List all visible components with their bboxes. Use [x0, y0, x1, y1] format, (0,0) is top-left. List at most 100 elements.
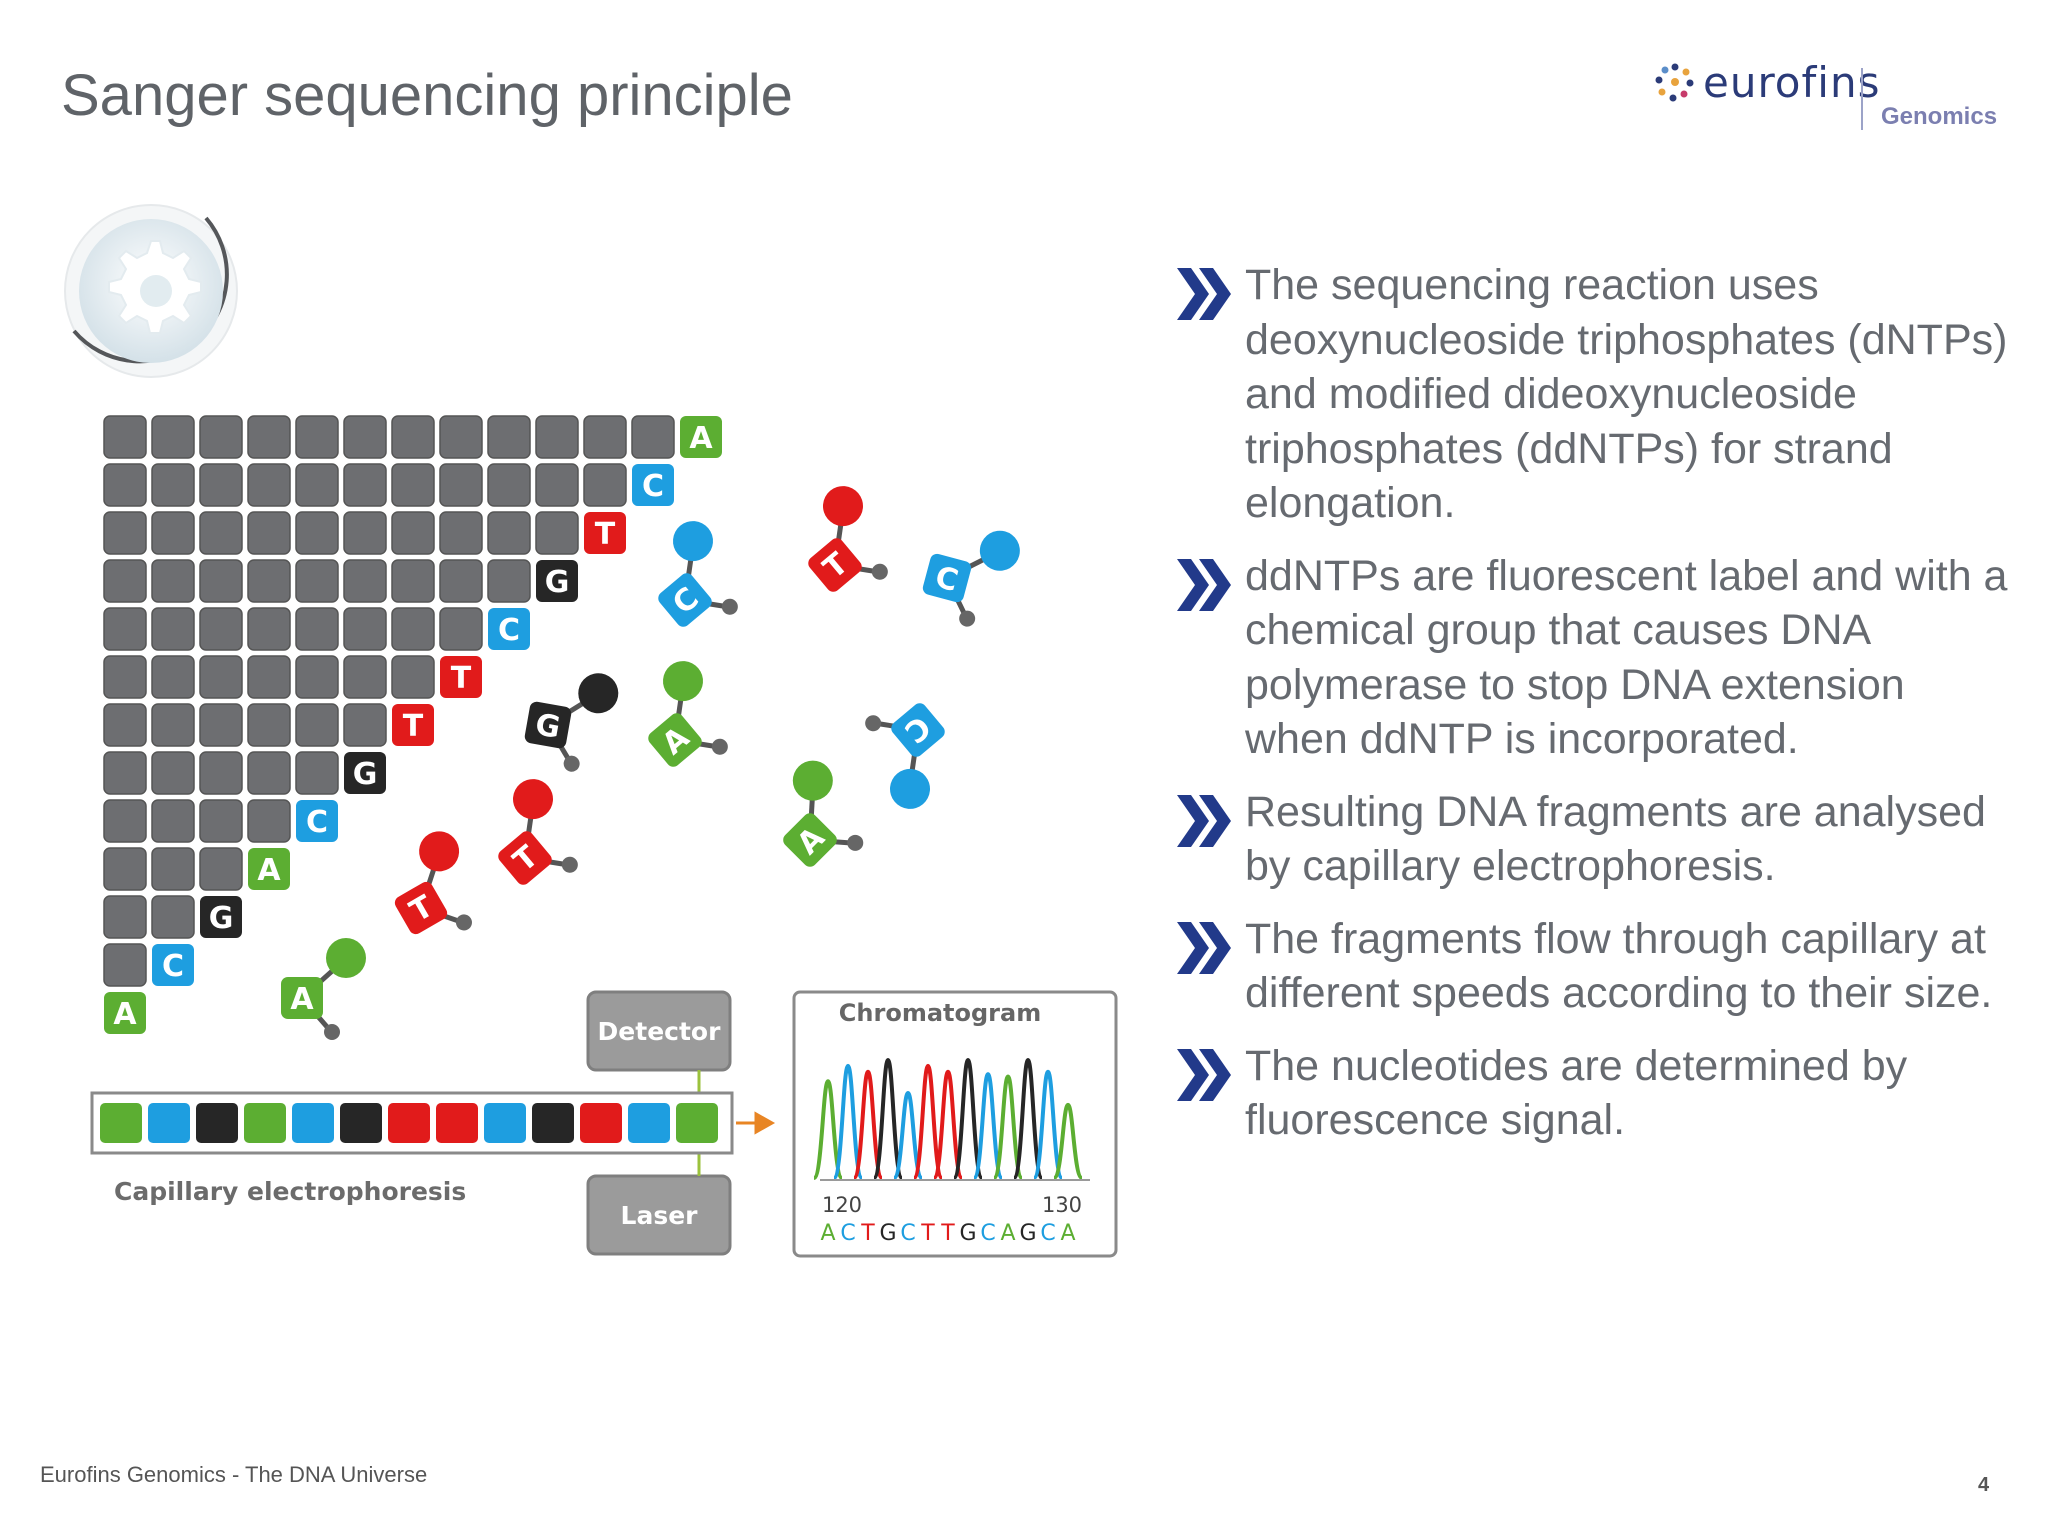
- ddntp-molecule: T: [808, 486, 888, 592]
- molecule-base: [524, 701, 572, 749]
- ladder-base-label: A: [689, 421, 713, 456]
- ddntp-molecule: G: [524, 673, 619, 772]
- dna-block: [343, 463, 387, 507]
- detector-label: Detector: [598, 1017, 722, 1046]
- dna-block: [343, 655, 387, 699]
- molecule-base: [783, 813, 837, 867]
- molecule-base-label: G: [533, 707, 563, 746]
- capillary-fragment: [676, 1103, 718, 1143]
- bullet-item: ddNTPs are fluorescent label and with a …: [1175, 549, 2015, 767]
- capillary-fragment: [244, 1103, 286, 1143]
- footer-text: Eurofins Genomics - The DNA Universe: [40, 1462, 428, 1487]
- capillary-fragment: [628, 1103, 670, 1143]
- dna-block: [439, 607, 483, 651]
- chromatogram-base-letter: G: [879, 1221, 896, 1246]
- dna-block: [151, 511, 195, 555]
- dna-block: [487, 511, 531, 555]
- molecule-dye: [512, 779, 553, 820]
- dna-block: [151, 703, 195, 747]
- chromatogram-peak: [972, 1072, 1004, 1180]
- capillary-fragments: [100, 1103, 718, 1143]
- chromatogram-base-letter: A: [820, 1221, 835, 1246]
- capillary-fragment: [436, 1103, 478, 1143]
- bullet-text: Resulting DNA fragments are analysed by …: [1245, 787, 1986, 891]
- dna-block: [247, 415, 291, 459]
- arrow-right-icon: [736, 1111, 776, 1135]
- dna-block: [343, 703, 387, 747]
- dna-block: [151, 559, 195, 603]
- dna-block: [295, 655, 339, 699]
- chromatogram-peak: [832, 1063, 864, 1180]
- ddntp-molecule: A: [648, 661, 728, 767]
- dna-block: [103, 751, 147, 795]
- molecule-base: [648, 713, 702, 767]
- logo-wordmark: eurofins: [1703, 58, 1881, 107]
- ladder-base: [488, 608, 530, 650]
- chromatogram-peak: [992, 1074, 1024, 1180]
- dna-block: [247, 463, 291, 507]
- laser-label: Laser: [621, 1201, 699, 1230]
- molecule-dye: [578, 673, 619, 714]
- dna-block: [103, 463, 147, 507]
- capillary-fragment: [196, 1103, 238, 1143]
- ladder-base: [200, 896, 242, 938]
- dna-block: [199, 751, 243, 795]
- dna-block: [247, 799, 291, 843]
- ladder-base-label: G: [353, 757, 378, 792]
- molecule-base: [808, 538, 862, 592]
- molecule-tail: [721, 598, 738, 615]
- dna-block: [583, 463, 627, 507]
- dna-block: [535, 415, 579, 459]
- dna-block: [295, 463, 339, 507]
- dna-block: [391, 607, 435, 651]
- eurofins-logo: eurofins Genomics: [1655, 58, 2015, 138]
- chromatogram-peak: [872, 1057, 904, 1180]
- laser-box: [586, 1174, 732, 1256]
- capillary-fragment: [580, 1103, 622, 1143]
- chromatogram-peak: [1052, 1102, 1084, 1180]
- ddntp-molecule: A: [783, 760, 864, 867]
- dna-block: [247, 655, 291, 699]
- chromatogram-base-letter: C: [840, 1221, 855, 1246]
- dna-block: [151, 463, 195, 507]
- dna-block: [103, 943, 147, 987]
- dna-block: [103, 799, 147, 843]
- ladder-base-label: C: [498, 613, 520, 648]
- ladder-base: [680, 416, 722, 458]
- molecule-tail: [865, 715, 882, 732]
- ladder-base-label: C: [306, 805, 328, 840]
- chromatogram-peak: [852, 1069, 884, 1180]
- chromatogram-tick-left: 120: [822, 1193, 862, 1217]
- capillary-fragment: [148, 1103, 190, 1143]
- dna-block: [199, 415, 243, 459]
- chromatogram-title: Chromatogram: [839, 999, 1041, 1027]
- double-chevron-icon: [1177, 558, 1231, 611]
- ladder-base: [104, 992, 146, 1034]
- molecule-tail: [959, 610, 976, 627]
- molecule-base: [922, 553, 972, 603]
- capillary-label: Capillary electrophoresis: [114, 1177, 466, 1206]
- dna-block: [199, 847, 243, 891]
- ladder-base-label: T: [451, 661, 472, 696]
- molecule-base: [281, 977, 323, 1019]
- molecule-dye: [672, 521, 713, 562]
- molecule-base: [891, 703, 945, 757]
- capillary-fragment: [340, 1103, 382, 1143]
- bullet-text: The fragments flow through capillary at …: [1245, 914, 1993, 1018]
- dna-block: [295, 415, 339, 459]
- chromatogram-base-letter: C: [980, 1221, 995, 1246]
- ladder-base: [632, 464, 674, 506]
- molecule-tail: [563, 755, 580, 772]
- capillary-fragment: [100, 1103, 142, 1143]
- ladder-base: [392, 704, 434, 746]
- bullet-item: The nucleotides are determined by fluore…: [1175, 1039, 2015, 1148]
- dna-block: [103, 511, 147, 555]
- dna-block: [247, 607, 291, 651]
- dna-block: [151, 415, 195, 459]
- ladder-base: [344, 752, 386, 794]
- logo-separator: [1861, 68, 1863, 130]
- dna-block: [487, 559, 531, 603]
- ladder-base-label: G: [209, 901, 234, 936]
